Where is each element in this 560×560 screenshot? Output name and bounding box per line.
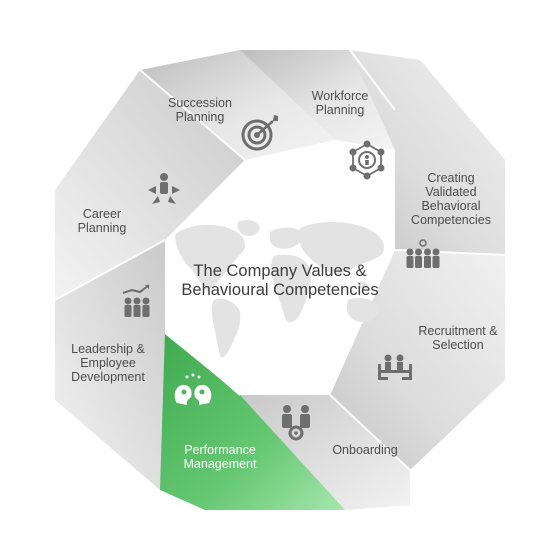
person-paths-icon <box>148 173 180 204</box>
team-lightbulb-icon <box>406 239 440 268</box>
stage-label-succession[interactable]: Succession Planning <box>168 96 232 124</box>
stage-label-creating[interactable]: Creating Validated Behavioral Competenci… <box>411 171 491 227</box>
stage-label-workforce[interactable]: Workforce Planning <box>311 89 369 117</box>
people-gear-icon <box>282 405 310 441</box>
stage-label-leadership[interactable]: Leadership & Employee Development <box>71 342 145 384</box>
segment-performance[interactable] <box>160 330 345 510</box>
center-title: The Company Values & Behavioural Compete… <box>181 262 379 299</box>
network-person-icon <box>349 140 385 180</box>
segment-workforce[interactable] <box>240 50 395 150</box>
growth-team-icon <box>122 284 150 317</box>
stage-label-onboarding[interactable]: Onboarding <box>332 443 398 457</box>
world-map-graphic <box>175 220 385 358</box>
target-arrow-icon <box>241 115 278 151</box>
stage-label-performance[interactable]: Performance Management <box>183 443 257 471</box>
stage-label-career[interactable]: Career Planning <box>77 207 127 235</box>
meeting-table-icon <box>378 354 412 380</box>
heads-idea-icon <box>174 373 212 405</box>
segment-succession[interactable] <box>140 50 335 160</box>
stage-label-recruitment[interactable]: Recruitment & Selection <box>418 324 498 352</box>
segment-career[interactable] <box>55 70 245 300</box>
